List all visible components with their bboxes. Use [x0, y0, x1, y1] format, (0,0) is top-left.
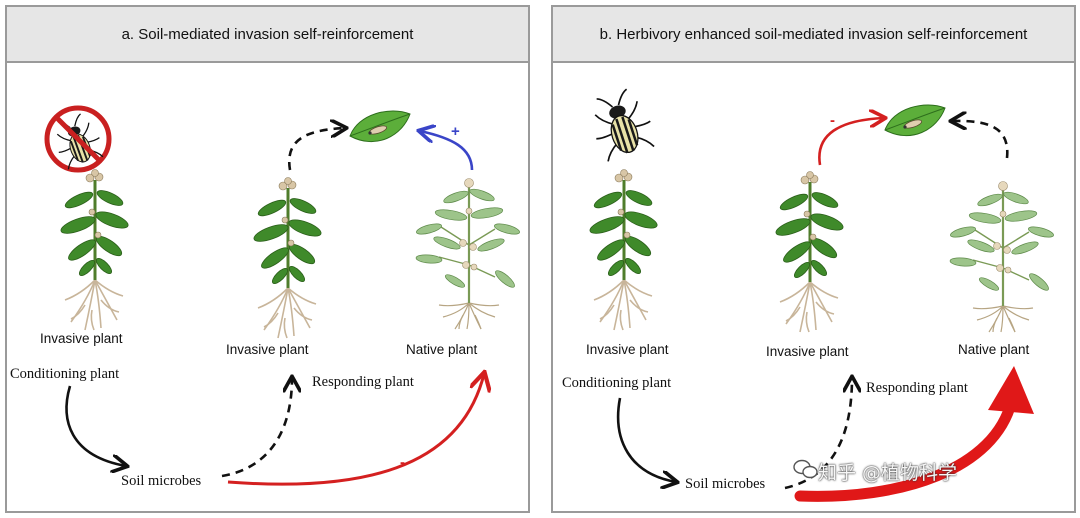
arrow-conditioning-to-soil-b [618, 398, 676, 482]
arrow-invasive-to-leaf [289, 128, 345, 170]
wechat-icon [794, 461, 817, 478]
watermark: 知乎 @植物科学 [818, 458, 957, 485]
label-native-responder: Native plant [406, 342, 477, 357]
sign-negative-b: - [830, 112, 835, 129]
invasive-plant-icon [252, 178, 323, 339]
invasive-plant-icon [774, 172, 845, 333]
leaf-icon [350, 111, 410, 142]
beetle-icon [585, 85, 658, 162]
label-native-responder-b: Native plant [958, 342, 1029, 357]
label-responding-role-b: Responding plant [866, 380, 968, 397]
label-soil-microbes-b: Soil microbes [685, 476, 765, 493]
label-invasive-conditioning: Invasive plant [40, 331, 123, 346]
no-herbivore-icon [47, 108, 109, 170]
label-conditioning-role-b: Conditioning plant [562, 375, 671, 392]
native-plant-icon [415, 179, 520, 330]
sign-negative: - [400, 454, 405, 471]
sign-positive: + [451, 123, 460, 140]
label-invasive-conditioning-b: Invasive plant [586, 342, 669, 357]
arrow-soil-to-invasive [222, 378, 292, 476]
label-soil-microbes: Soil microbes [121, 473, 201, 490]
label-conditioning-role: Conditioning plant [10, 366, 119, 383]
leaf-icon [885, 105, 945, 136]
invasive-plant-icon [59, 170, 130, 331]
label-invasive-responder-b: Invasive plant [766, 344, 849, 359]
arrow-native-to-leaf-b [952, 121, 1007, 158]
label-invasive-responder: Invasive plant [226, 342, 309, 357]
invasive-plant-icon [588, 170, 659, 331]
native-plant-icon [949, 182, 1054, 333]
label-responding-role: Responding plant [312, 374, 414, 391]
arrow-conditioning-to-soil [67, 386, 126, 466]
arrow-native-to-leaf [420, 131, 472, 170]
